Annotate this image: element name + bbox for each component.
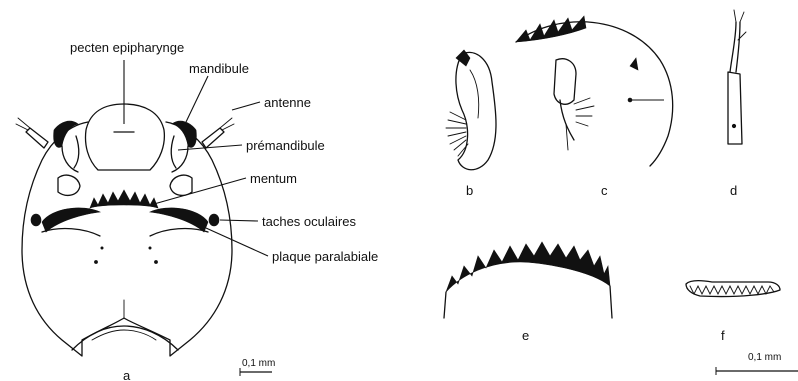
antenna-drawing	[727, 9, 747, 145]
scale-label-right: 0,1 mm	[748, 352, 781, 363]
panel-label-f: f	[721, 328, 725, 343]
label-pecten-epipharynge: pecten epipharynge	[70, 40, 184, 55]
head-capsule-drawing	[15, 103, 235, 357]
paralabial-plate-drawing	[685, 280, 781, 298]
label-antenne: antenne	[264, 95, 311, 110]
label-mandibule: mandibule	[189, 61, 249, 76]
panel-label-a: a	[123, 368, 131, 381]
leader-lines	[123, 60, 269, 257]
scale-label-left: 0,1 mm	[242, 358, 275, 369]
label-taches-oculaires: taches oculaires	[262, 214, 356, 229]
label-plaque-paralabiale: plaque paralabiale	[272, 249, 378, 264]
panel-label-b: b	[466, 183, 473, 198]
panel-label-e: e	[522, 328, 529, 343]
label-premandibule: prémandibule	[246, 138, 325, 153]
premandible-drawing	[515, 15, 674, 167]
mentum-drawing	[443, 241, 613, 319]
panel-label-c: c	[601, 183, 608, 198]
panel-label-d: d	[730, 183, 737, 198]
mandible-drawing	[445, 49, 497, 171]
label-mentum: mentum	[250, 171, 297, 186]
